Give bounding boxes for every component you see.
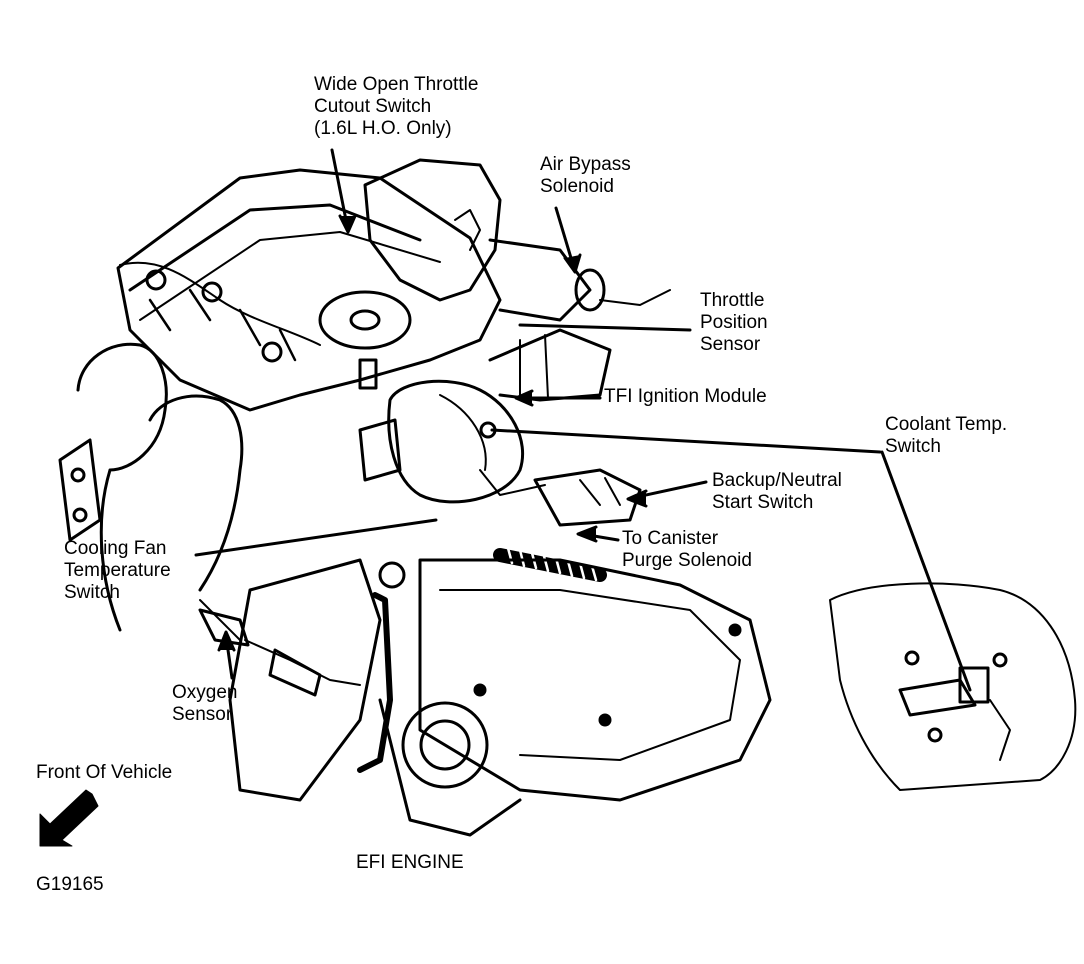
callout-line: Throttle xyxy=(700,290,765,311)
callout-line: Switch xyxy=(64,582,120,603)
callout-line: Oxygen xyxy=(172,682,238,703)
callout-wot-cutout-switch: Wide Open Throttle Cutout Switch (1.6L H… xyxy=(314,74,478,140)
callout-throttle-position-sensor: Throttle Position Sensor xyxy=(700,290,768,356)
callout-coolant-temp-switch: Coolant Temp. Switch xyxy=(885,414,1007,458)
oil-pan xyxy=(418,558,772,802)
valve-cover xyxy=(116,168,502,412)
callout-line: Sensor xyxy=(172,704,233,725)
oxygen-sensor-body xyxy=(198,608,250,647)
exhaust-manifold xyxy=(76,342,244,632)
callout-line: Solenoid xyxy=(540,176,614,197)
front-of-vehicle-label: Front Of Vehicle xyxy=(36,762,173,783)
figure-code: G19165 xyxy=(36,874,104,895)
callout-line: Sensor xyxy=(700,334,761,355)
callout-line: Cutout Switch xyxy=(314,96,432,117)
callout-tfi-ignition-module: TFI Ignition Module xyxy=(604,386,767,408)
callout-line: Purge Solenoid xyxy=(622,550,752,571)
crank-pulley xyxy=(401,701,489,789)
callout-line: Wide Open Throttle xyxy=(314,74,479,95)
callout-line: To Canister xyxy=(622,528,719,549)
coolant-switch-inset xyxy=(829,582,1077,791)
callout-line: Position xyxy=(700,312,768,333)
throttle-body xyxy=(363,158,502,302)
callout-line: TFI Ignition Module xyxy=(604,386,767,407)
distributor xyxy=(387,379,525,504)
callout-cooling-fan-temp-switch: Cooling Fan Temperature Switch xyxy=(64,538,171,604)
callout-line: Coolant Temp. xyxy=(885,414,1008,435)
callout-line: Switch xyxy=(885,436,941,457)
callout-canister-purge-solenoid: To Canister Purge Solenoid xyxy=(622,528,752,572)
callout-line: Cooling Fan xyxy=(64,538,167,559)
callout-air-bypass-solenoid: Air Bypass Solenoid xyxy=(540,154,631,198)
callout-line: Temperature xyxy=(64,560,171,581)
leader-lines xyxy=(194,148,972,692)
callout-oxygen-sensor: Oxygen Sensor xyxy=(172,682,237,726)
callout-backup-neutral-start-switch: Backup/Neutral Start Switch xyxy=(712,470,842,514)
front-direction-arrow-icon xyxy=(39,789,99,847)
callout-line: Air Bypass xyxy=(540,154,631,175)
callout-line: Backup/Neutral xyxy=(712,470,842,491)
engine-drawing xyxy=(58,158,1077,837)
callout-line: (1.6L H.O. Only) xyxy=(314,118,452,139)
figure-caption: EFI ENGINE xyxy=(356,852,464,873)
callout-line: Start Switch xyxy=(712,492,814,513)
oil-filler-cap xyxy=(318,290,412,350)
